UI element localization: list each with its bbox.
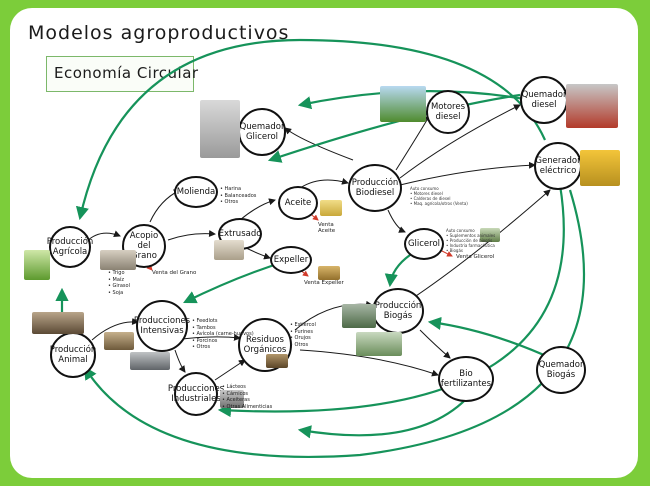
intensivas-list: Feedlots Tambos Avícola (carne-huevos) P… [192,318,254,351]
list-item: Tambos [192,325,254,332]
node-quemador-glicerol[interactable]: Quemador Glicerol [238,108,286,156]
list-item: Otros [220,199,256,206]
cultivo-icon [24,250,50,280]
aceite-icon [320,200,342,216]
list-item: Cárnicos [222,391,272,398]
biodigestor-icon [356,332,402,356]
list-item: Avícola (carne-huevos) [192,331,254,338]
list-item: Balanceados [220,193,257,200]
glicerol-note: Auto consumo • Suplementos animales • Pr… [446,228,496,253]
corrales-icon [130,352,170,370]
list-item: Girasol [108,283,130,290]
list-item: Feedlots [192,318,254,325]
cultivos-list: Trigo Maíz Girasol Soja [108,270,130,296]
feedlot-icon [104,332,134,350]
list-item: Estiércol [290,322,316,329]
venta-glicerol-label: Venta Glicerol [456,254,495,260]
node-produccion-agricola[interactable]: Producción Agrícola [47,226,93,268]
list-item: Otros [192,344,254,351]
glicerol-photo [480,228,500,242]
list-item: Soja [108,290,130,297]
list-item: Purines [290,329,316,336]
list-item: Harina [220,186,256,193]
biodiesel-note: Auto consumo • Motores diesel • Calderas… [410,186,468,206]
node-producciones-intensivas[interactable]: Producciones Intensivas [134,300,190,352]
node-produccion-biogas[interactable]: Producción Biogás [372,288,424,334]
page-subtitle: Economía Circular [54,64,199,82]
page-title: Modelos agroproductivos [28,22,290,44]
silo-icon [100,250,136,270]
list-item: Orujos [290,335,316,342]
venta-aceite-label: Venta Aceite [318,222,336,234]
node-molienda[interactable]: Molienda [174,176,218,208]
node-quemador-diesel[interactable]: Quemador diesel [520,76,568,124]
caldera-icon [566,84,618,128]
node-generador-electrico[interactable]: Generador eléctrico [534,142,582,190]
node-motores-diesel[interactable]: Motores diesel [426,90,470,134]
tanque-icon [342,304,376,328]
harina-icon [214,240,244,260]
venta-grano-label: Venta del Grano [152,270,197,276]
node-expeller[interactable]: Expeller [270,246,312,274]
list-item: Trigo [108,270,130,277]
node-quemador-biogas[interactable]: Quemador Biogás [536,346,586,394]
node-produccion-biodiesel[interactable]: Producción Biodiesel [348,164,402,212]
node-bio-fertilizantes[interactable]: Bio fertilizantes [438,356,494,402]
node-producciones-industriales[interactable]: Producciones Industriales [168,372,224,416]
list-item: Otras Alimenticias [222,404,273,411]
list-item: Otros [290,342,316,349]
residuos-list: Estiércol Purines Orujos Otros [290,322,316,348]
maquinaria-icon [380,86,426,122]
generador-icon [580,150,620,186]
list-item: Maíz [108,277,130,284]
molienda-list: Harina Balanceados Otros [220,186,257,206]
list-item: Lácteos [222,384,272,391]
expeller-icon [318,266,340,280]
venta-expeller-label: Venta Expeller [304,280,344,286]
node-glicerol[interactable]: Glicerol [404,228,444,260]
node-aceite[interactable]: Aceite [278,186,318,220]
vacas-icon [32,312,84,334]
list-item: Aceiteras [222,397,272,404]
residuos-icon [266,354,288,368]
industriales-list: Lácteos Cárnicos Aceiteras Otras Aliment… [222,384,273,411]
node-produccion-animal[interactable]: Producción Animal [50,332,96,378]
planta-icon [200,100,240,158]
list-item: Porcinos [192,338,254,345]
